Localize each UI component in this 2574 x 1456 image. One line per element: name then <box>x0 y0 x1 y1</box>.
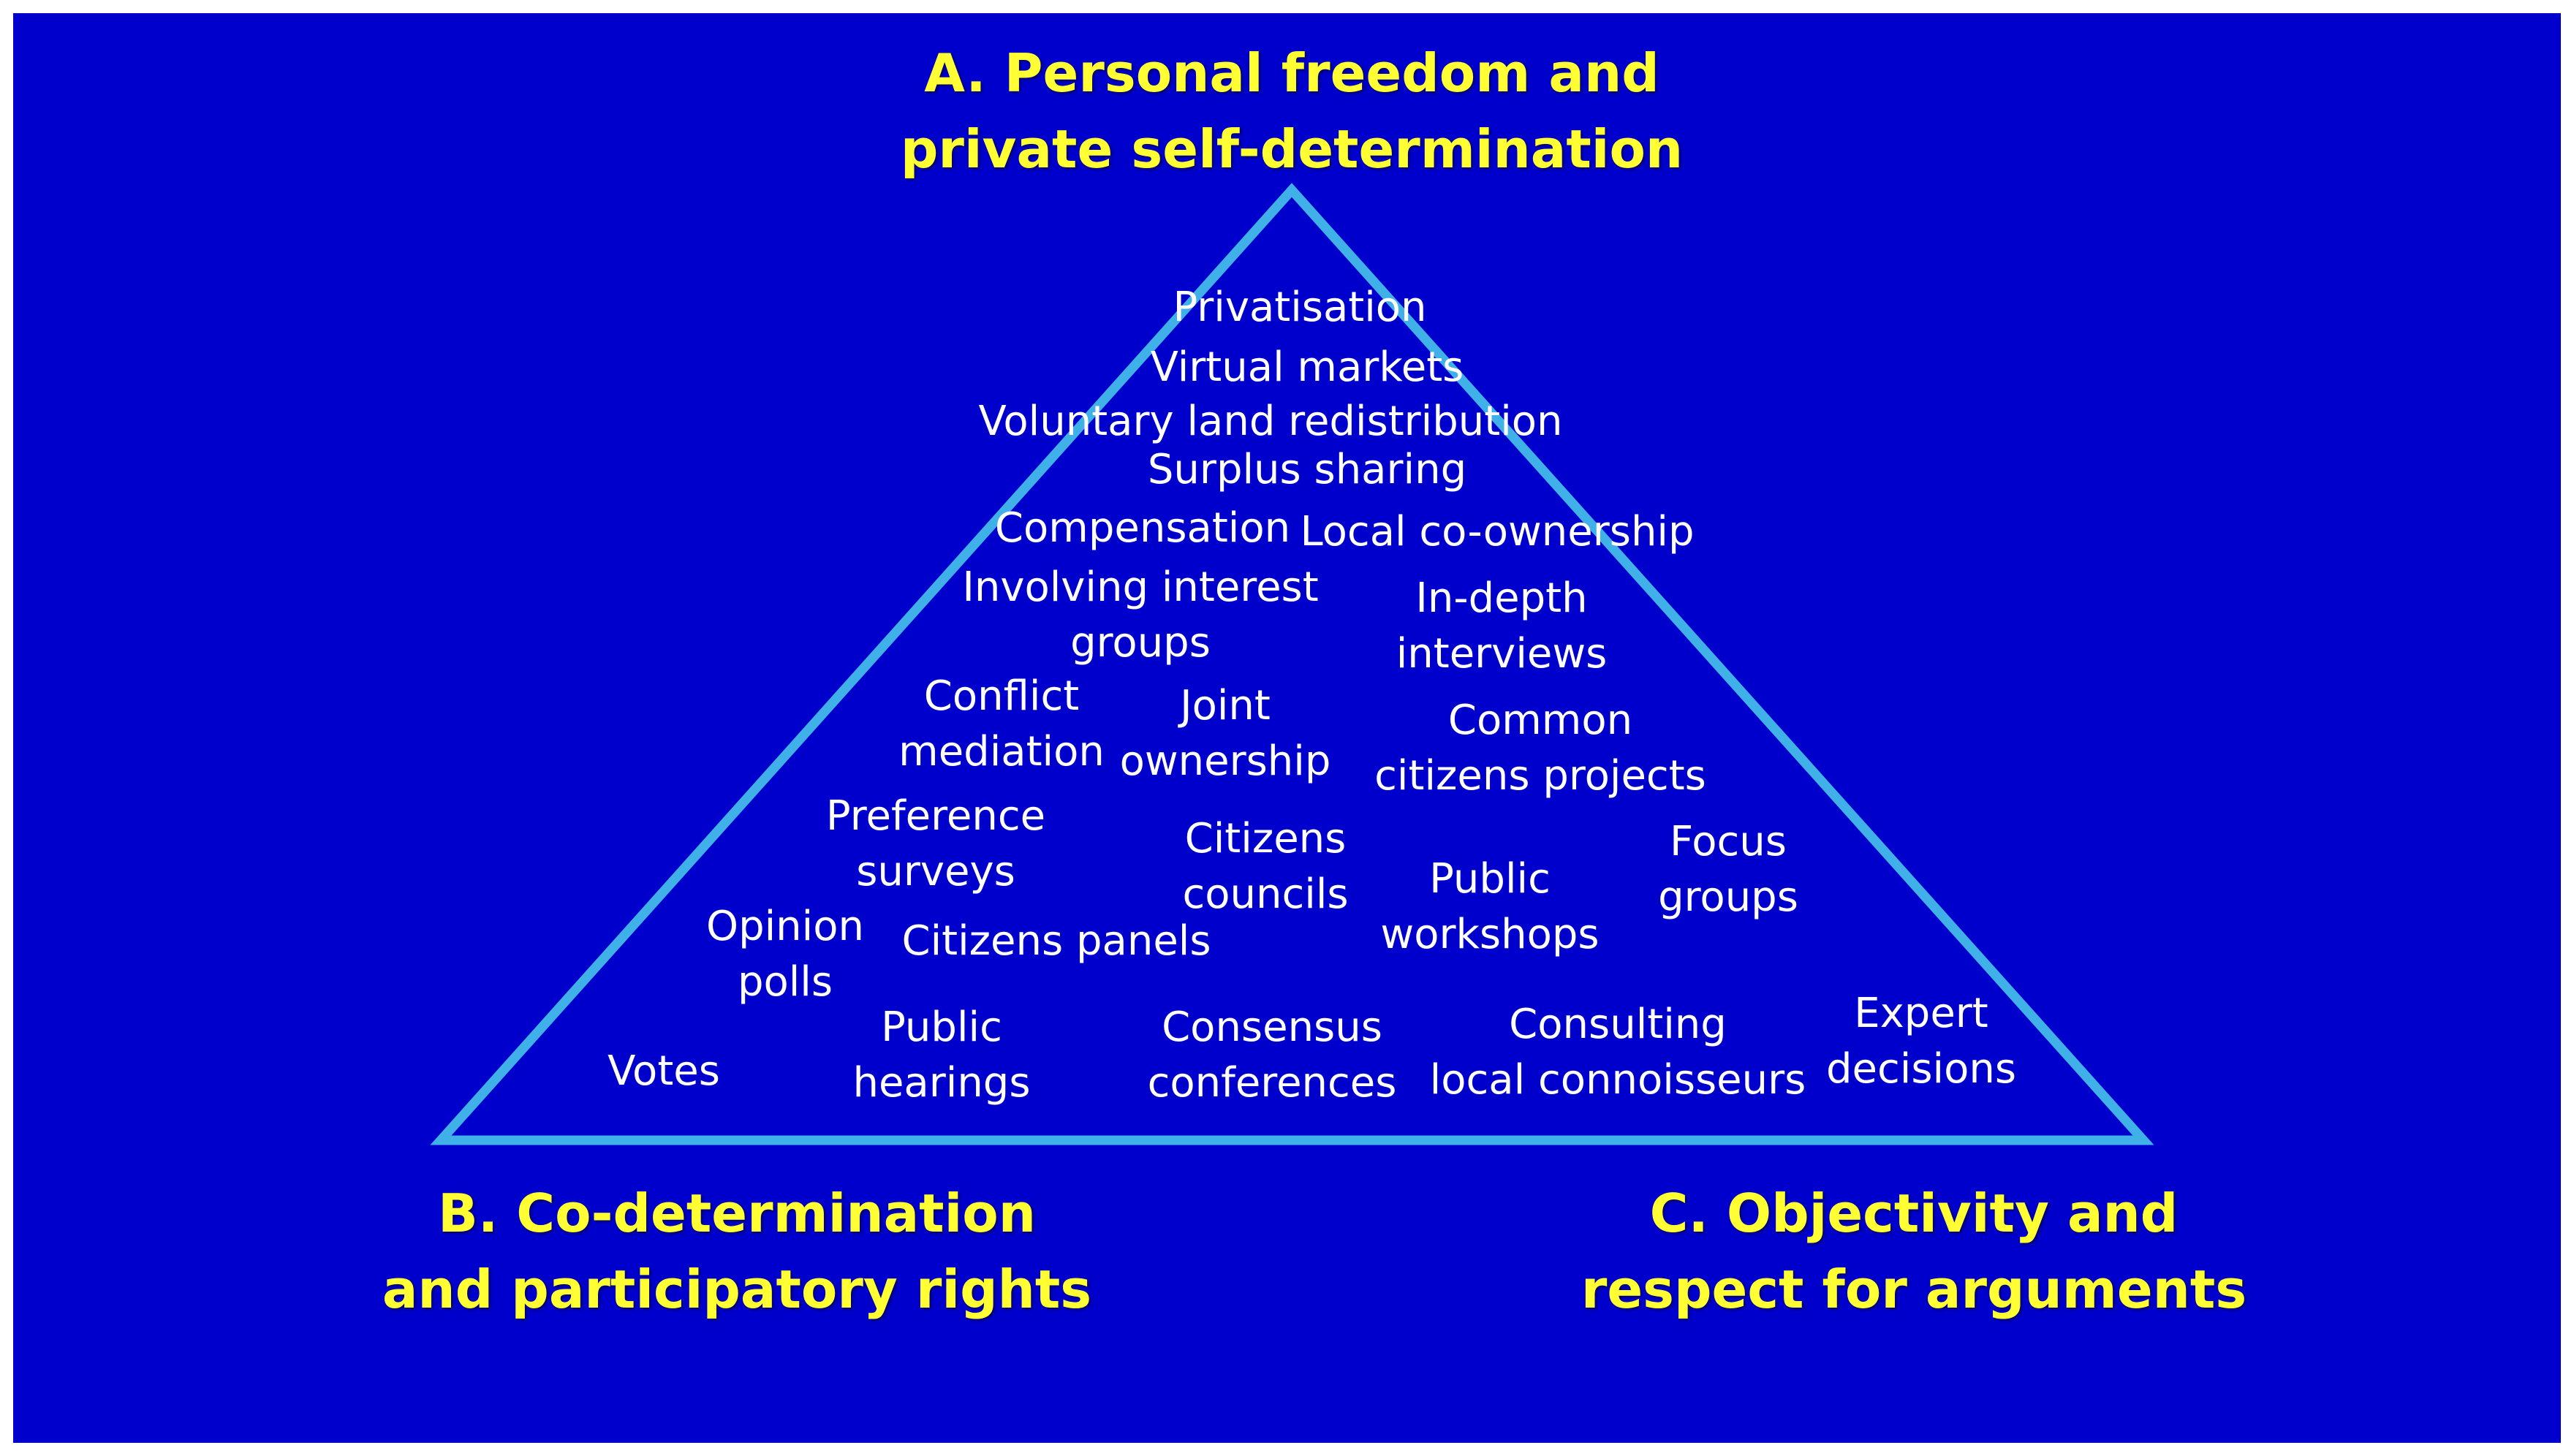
method-citizens-councils: Citizens councils <box>1182 815 1349 918</box>
method-public-hearings: Public hearings <box>852 1004 1031 1107</box>
method-virtual-markets: Virtual markets <box>1150 344 1464 391</box>
method-in-depth-interviews: In-depth interviews <box>1396 575 1608 678</box>
method-opinion-polls: Opinion polls <box>706 903 864 1006</box>
method-common-citizens-projects: Common citizens projects <box>1374 697 1706 800</box>
method-compensation: Compensation <box>994 504 1291 552</box>
method-conflict-mediation: Conflict mediation <box>898 672 1105 776</box>
method-surplus-sharing: Surplus sharing <box>1147 446 1467 493</box>
corner-label-b: B. Co-determination and participatory ri… <box>382 1183 1092 1320</box>
method-consensus-conferences: Consensus conferences <box>1147 1004 1397 1107</box>
method-focus-groups: Focus groups <box>1658 818 1798 921</box>
method-citizens-panels: Citizens panels <box>901 917 1211 965</box>
method-voluntary-land-redistribution: Voluntary land redistribution <box>978 398 1563 445</box>
method-local-co-ownership: Local co-ownership <box>1300 508 1695 556</box>
method-joint-ownership: Joint ownership <box>1119 682 1331 785</box>
diagram-canvas: A. Personal freedom and private self-det… <box>13 13 2561 1443</box>
method-involving-interest-groups: Involving interest groups <box>962 564 1319 667</box>
triangle-diagram <box>430 183 2154 1145</box>
method-preference-surveys: Preference surveys <box>825 792 1046 895</box>
method-public-workshops: Public workshops <box>1380 855 1600 958</box>
method-privatisation: Privatisation <box>1173 284 1427 331</box>
corner-label-a: A. Personal freedom and private self-det… <box>900 42 1684 180</box>
corner-label-c: C. Objectivity and respect for arguments <box>1581 1183 2247 1320</box>
method-expert-decisions: Expert decisions <box>1825 990 2017 1093</box>
method-consulting-local-connoisseurs: Consulting local connoisseurs <box>1429 1001 1806 1104</box>
triangle-outline <box>430 183 2154 1145</box>
method-votes: Votes <box>607 1047 720 1095</box>
